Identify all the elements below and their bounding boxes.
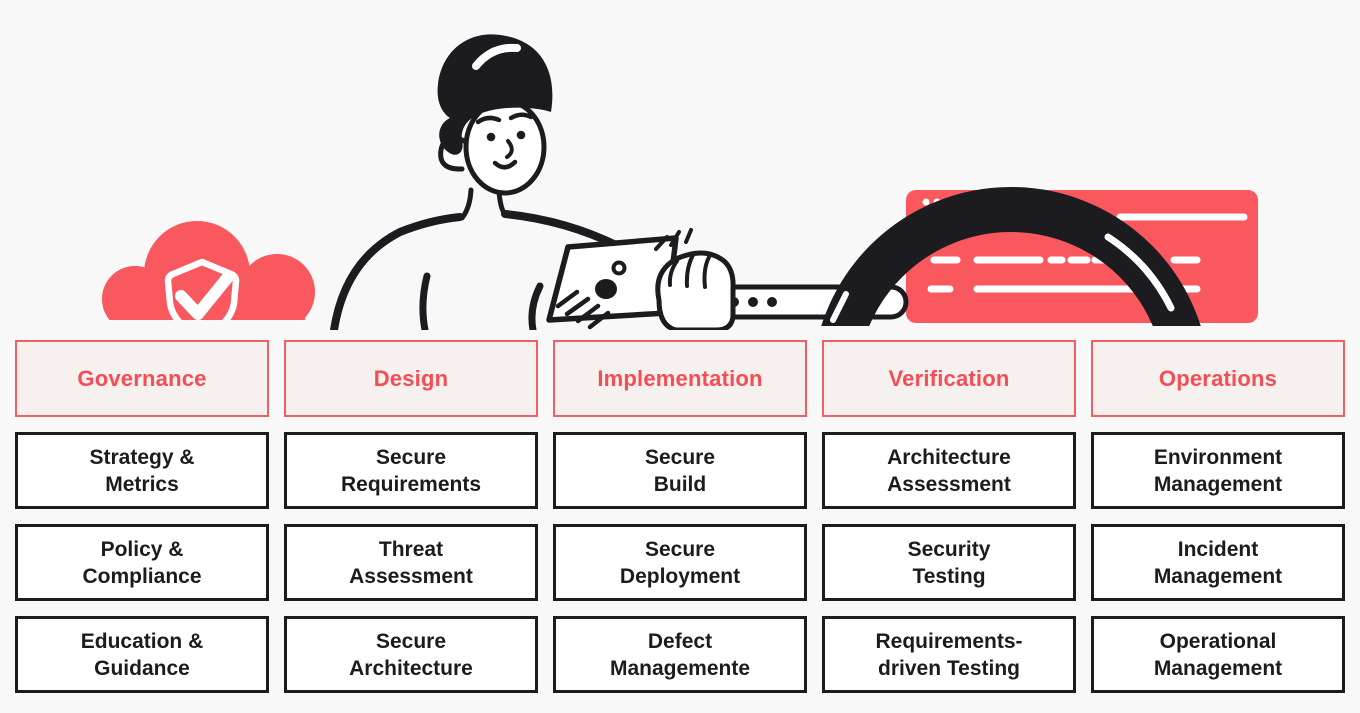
practice-label: Education & Guidance xyxy=(80,629,204,680)
practice-label: Strategy & Metrics xyxy=(89,445,195,496)
practice-cell: Threat Assessment xyxy=(284,524,538,601)
practice-cell: Secure Architecture xyxy=(284,616,538,693)
practice-label: Security Testing xyxy=(907,537,991,588)
practice-label: Secure Architecture xyxy=(349,629,473,680)
practice-cell: Defect Managemente xyxy=(553,616,807,693)
phase-header-verification: Verification xyxy=(822,340,1076,417)
samm-grid: Governance Design Implementation Verific… xyxy=(15,340,1345,693)
hand-icon xyxy=(654,228,736,330)
practice-cell: Policy & Compliance xyxy=(15,524,269,601)
practice-label: Defect Managemente xyxy=(609,629,751,680)
practice-label: Architecture Assessment xyxy=(887,445,1011,496)
practice-cell: Operational Management xyxy=(1091,616,1345,693)
phase-header-implementation: Implementation xyxy=(553,340,807,417)
practice-label: Threat Assessment xyxy=(349,537,473,588)
practice-cell: Incident Management xyxy=(1091,524,1345,601)
practice-label: Secure Deployment xyxy=(619,537,741,588)
practice-label: Incident Management xyxy=(1153,537,1283,588)
practice-cell: Environment Management xyxy=(1091,432,1345,509)
phase-header-label: Operations xyxy=(1158,365,1278,391)
practice-cell: Strategy & Metrics xyxy=(15,432,269,509)
practice-cell: Secure Requirements xyxy=(284,432,538,509)
phase-header-governance: Governance xyxy=(15,340,269,417)
practice-cell: Requirements- driven Testing xyxy=(822,616,1076,693)
practice-cell: Architecture Assessment xyxy=(822,432,1076,509)
phase-header-label: Implementation xyxy=(597,365,763,391)
practice-label: Operational Management xyxy=(1153,629,1283,680)
phase-header-label: Governance xyxy=(77,365,207,391)
practice-label: Environment Management xyxy=(1153,445,1283,496)
practice-label: Requirements- driven Testing xyxy=(875,629,1023,680)
phase-header-design: Design xyxy=(284,340,538,417)
phase-header-operations: Operations xyxy=(1091,340,1345,417)
practice-label: Secure Build xyxy=(644,445,716,496)
practice-label: Policy & Compliance xyxy=(82,537,202,588)
person-with-tablet-illustration xyxy=(330,34,685,330)
practice-cell: Education & Guidance xyxy=(15,616,269,693)
samm-illustration xyxy=(102,34,1258,330)
phase-header-label: Verification xyxy=(888,365,1010,391)
practice-cell: Secure Build xyxy=(553,432,807,509)
magnifier-icon xyxy=(821,187,1201,326)
practice-cell: Secure Deployment xyxy=(553,524,807,601)
practice-label: Secure Requirements xyxy=(340,445,482,496)
phase-header-label: Design xyxy=(373,365,449,391)
practice-cell: Security Testing xyxy=(822,524,1076,601)
cloud-shield-check-icon xyxy=(102,221,315,320)
